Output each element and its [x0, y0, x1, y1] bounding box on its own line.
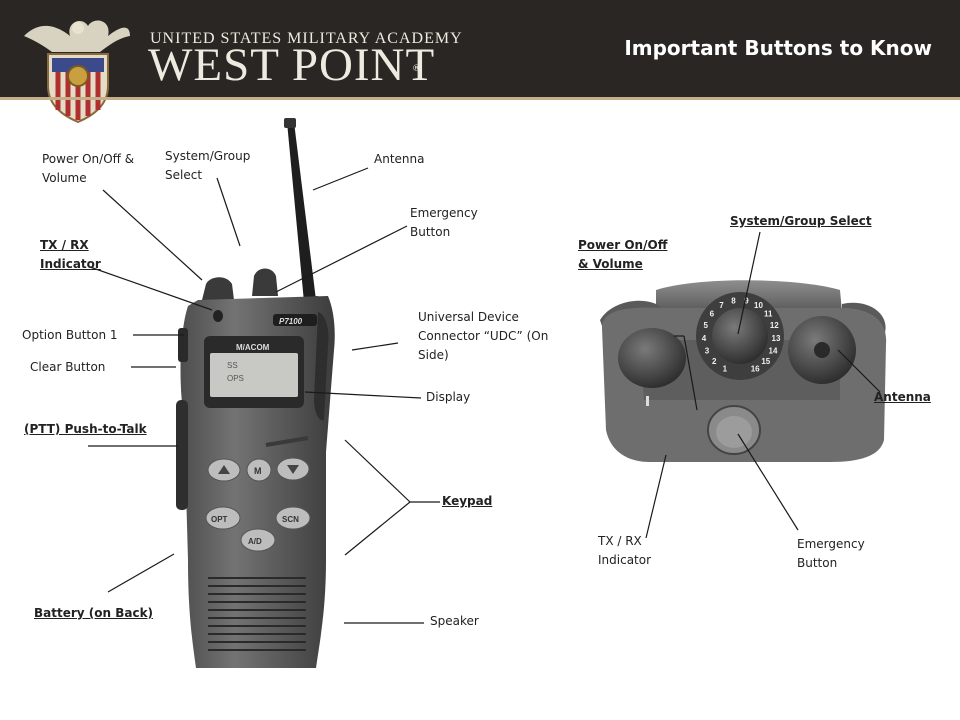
- dial-number: 10: [754, 301, 763, 310]
- label-speaker: Speaker: [430, 614, 479, 628]
- brand-label: M/ACOM: [236, 343, 270, 352]
- label-udc: Universal Device Connector “UDC” (On Sid…: [418, 310, 549, 362]
- academy-line: UNITED STATES MILITARY ACADEMY: [150, 30, 463, 47]
- group-knob-shape: [252, 268, 278, 296]
- dial-number: 11: [764, 310, 773, 319]
- radio-antenna: [287, 122, 316, 302]
- right-label-system-group-select: System/Group Select: [730, 214, 872, 228]
- header-bar: UNITED STATES MILITARY ACADEMY WEST POIN…: [0, 0, 960, 124]
- dial-number: 7: [719, 301, 724, 310]
- label-power-on-off: Power On/Off & Volume: [42, 152, 135, 185]
- dial-number: 16: [751, 365, 760, 374]
- label-system-group-select: System/Group Select: [165, 149, 251, 182]
- label-tx-rx-indicator: TX / RX Indicator: [40, 238, 101, 271]
- dial-number: 4: [702, 334, 707, 343]
- west-point-wordmark: WEST POINT: [148, 39, 436, 91]
- dial-number: 5: [703, 321, 708, 330]
- dial-number: 2: [712, 357, 717, 366]
- dial-number: 14: [769, 347, 778, 356]
- dial-number: 8: [731, 297, 736, 306]
- label-option-button-1: Option Button 1: [22, 328, 118, 342]
- key-m: M: [254, 466, 262, 476]
- label-clear-button: Clear Button: [30, 360, 106, 374]
- speaker-grille: [208, 577, 306, 651]
- label-keypad: Keypad: [442, 494, 493, 508]
- radio-illustration: P7100 M/ACOM SS OPS M OPT SCN A/D: [176, 118, 335, 668]
- ptt-shape: [176, 400, 188, 510]
- model-label: P7100: [279, 317, 303, 326]
- key-ad: A/D: [248, 537, 262, 546]
- key-opt: OPT: [211, 515, 228, 524]
- side-buttons-shape: [178, 328, 188, 362]
- dial-number: 12: [770, 321, 779, 330]
- right-leader-lines: [645, 231, 881, 539]
- right-label-tx-rx-indicator: TX / RX Indicator: [598, 534, 652, 567]
- registered-mark: ®: [412, 64, 421, 74]
- radio-keypad: M OPT SCN A/D: [205, 457, 311, 552]
- right-label-power-on-off: Power On/Off & Volume: [578, 238, 668, 271]
- tx-rx-led-shape: [213, 310, 223, 322]
- screen-line-2: OPS: [227, 374, 244, 383]
- west-point-seal-icon: [24, 20, 130, 124]
- label-display: Display: [426, 390, 471, 404]
- dial-number: 3: [705, 347, 710, 356]
- radio-display: [210, 353, 298, 397]
- dial-number: 1: [723, 365, 728, 374]
- power-knob-shape: [202, 277, 234, 300]
- header-rule: [0, 97, 960, 100]
- dial-number: 13: [772, 334, 781, 343]
- dial-number: 15: [761, 357, 770, 366]
- label-antenna: Antenna: [374, 152, 425, 166]
- right-label-antenna: Antenna: [874, 390, 931, 404]
- dial-number: 9: [744, 297, 749, 306]
- label-emergency-button: Emergency Button: [410, 206, 478, 239]
- right-label-emergency-button: Emergency Button: [797, 537, 865, 570]
- top-power-knob: [618, 328, 686, 388]
- label-battery: Battery (on Back): [34, 606, 154, 620]
- label-ptt: (PTT) Push-to-Talk: [24, 422, 147, 436]
- left-leader-lines: [88, 167, 440, 624]
- key-scn: SCN: [282, 515, 299, 524]
- slide-title: Important Buttons to Know: [624, 36, 932, 60]
- dial-number: 6: [710, 310, 715, 319]
- screen-line-1: SS: [227, 361, 238, 370]
